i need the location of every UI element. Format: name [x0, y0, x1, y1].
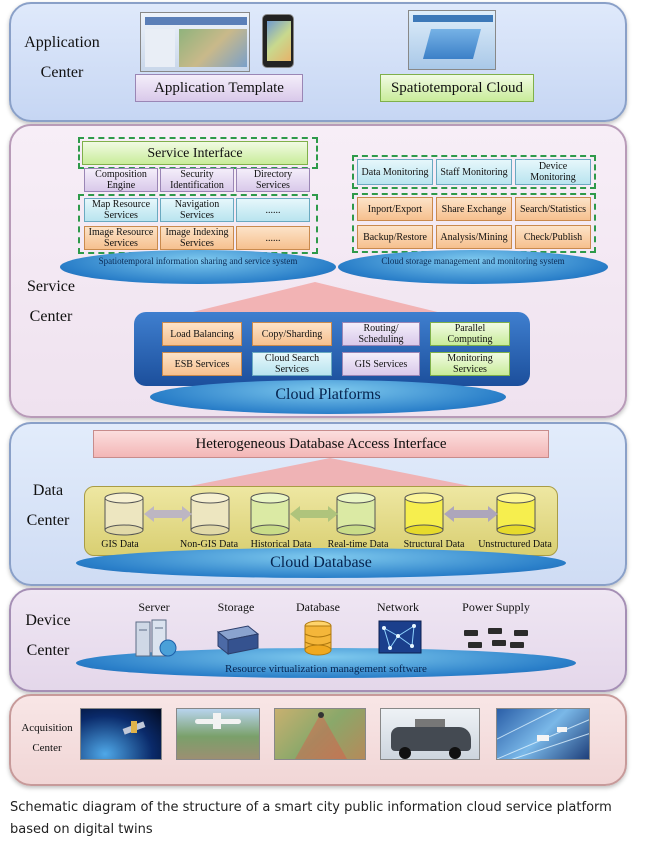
database-icon	[304, 620, 332, 656]
structure-exchange-arrow	[444, 506, 498, 522]
real-time-data-label: Real-time Data	[327, 539, 389, 550]
parallel-computing-box: Parallel Computing	[430, 322, 510, 346]
virtualization-label: Resource virtualization management softw…	[225, 663, 427, 675]
survey-vehicle-image	[380, 708, 480, 760]
monitoring-group	[352, 155, 596, 189]
routing-scheduling-box: Routing/ Scheduling	[342, 322, 420, 346]
composition-engine-box: Composition Engine	[84, 168, 158, 192]
aerial-plane-image	[176, 708, 260, 760]
image-indexing-services-box: Image Indexing Services	[160, 226, 234, 250]
figure-caption: Schematic diagram of the structure of a …	[10, 800, 612, 837]
power-supply-label: Power Supply	[462, 600, 530, 614]
staff-monitoring-box: Staff Monitoring	[436, 159, 512, 185]
search-statistics-box: Search/Statistics	[515, 197, 591, 221]
server-label: Server	[138, 600, 170, 614]
time-exchange-arrow	[290, 506, 338, 522]
gis-data-label: GIS Data	[101, 539, 139, 550]
data-center-label: Data Center	[26, 482, 70, 529]
phone-image	[262, 14, 294, 68]
device-center-label: Device Center	[25, 612, 71, 659]
device-monitoring-box: Device Monitoring	[515, 159, 591, 185]
spatiotemporal-cloud-box: Spatiotemporal Cloud	[380, 74, 534, 102]
power-supply-icon	[464, 628, 528, 648]
monitoring-services-box: Monitoring Services	[430, 352, 510, 376]
cloud-database-disc	[76, 548, 566, 578]
gis-exchange-arrow	[144, 506, 192, 522]
storage-label: Storage	[217, 600, 255, 614]
historical-data-label: Historical Data	[250, 539, 312, 550]
image-resource-services-box: Image Resource Services	[84, 226, 158, 250]
application-center-layer	[9, 2, 627, 122]
service-up-arrow	[160, 282, 470, 320]
spatiotemporal-platform-label: Spatiotemporal information sharing and s…	[98, 256, 298, 266]
structural-data-cylinder	[404, 492, 444, 536]
storage-icon	[216, 625, 260, 656]
data-up-arrow	[190, 458, 470, 486]
smart-traffic-image	[496, 708, 590, 760]
non-gis-data-cylinder	[190, 492, 230, 536]
data-monitoring-box: Data Monitoring	[357, 159, 433, 185]
acquisition-center-label: Acquisition Center	[21, 722, 73, 754]
database-label: Database	[296, 600, 340, 614]
backup-restore-box: Backup/Restore	[357, 225, 433, 249]
application-center-label: Application Center	[24, 34, 100, 81]
unstructured-data-label: Unstructured Data	[478, 539, 552, 550]
map-resource-services-box: Map Resource Services	[84, 198, 158, 222]
gis-services-box: GIS Services	[342, 352, 420, 376]
spatiotemporal-platform-disc	[60, 250, 336, 284]
drone-survey-image	[274, 708, 366, 760]
server-icon	[135, 619, 177, 657]
more-services-box-2: ......	[236, 226, 310, 250]
cloud-search-services-box: Cloud Search Services	[252, 352, 332, 376]
real-time-data-cylinder	[336, 492, 376, 536]
navigation-services-box: Navigation Services	[160, 198, 234, 222]
database-panel	[84, 486, 558, 556]
directory-services-box: Directory Services	[236, 168, 310, 192]
satellite-image	[80, 708, 162, 760]
gis-data-cylinder	[104, 492, 144, 536]
check-publish-box: Check/Publish	[515, 225, 591, 249]
network-icon	[378, 620, 422, 654]
cloud-platforms-disc	[150, 380, 506, 414]
cloud-storage-platform-disc	[338, 250, 608, 284]
unstructured-data-cylinder	[496, 492, 536, 536]
network-label: Network	[377, 600, 419, 614]
cloud-platforms-label: Cloud Platforms	[275, 386, 381, 403]
database-access-interface-box: Heterogeneous Database Access Interface	[93, 430, 549, 458]
more-services-box-1: ......	[236, 198, 310, 222]
share-exchange-box: Share Exchange	[436, 197, 512, 221]
copy-sharding-box: Copy/Sharding	[252, 322, 332, 346]
structural-data-label: Structural Data	[403, 539, 465, 550]
esb-services-box: ESB Services	[162, 352, 242, 376]
cloud-website-image	[408, 10, 496, 70]
cloud-storage-platform-label: Cloud storage management and monitoring …	[381, 256, 565, 266]
load-balancing-box: Load Balancing	[162, 322, 242, 346]
inport-export-box: Inport/Export	[357, 197, 433, 221]
historical-data-cylinder	[250, 492, 290, 536]
application-template-box: Application Template	[135, 74, 303, 102]
service-interface-box: Service Interface	[82, 141, 308, 165]
non-gis-data-label: Non-GIS Data	[179, 539, 239, 550]
cloud-database-label: Cloud Database	[270, 554, 372, 571]
analysis-mining-box: Analysis/Mining	[436, 225, 512, 249]
service-center-label: Service Center	[27, 278, 75, 325]
security-identification-box: Security Identification	[160, 168, 234, 192]
app-screenshot-image	[140, 12, 250, 72]
